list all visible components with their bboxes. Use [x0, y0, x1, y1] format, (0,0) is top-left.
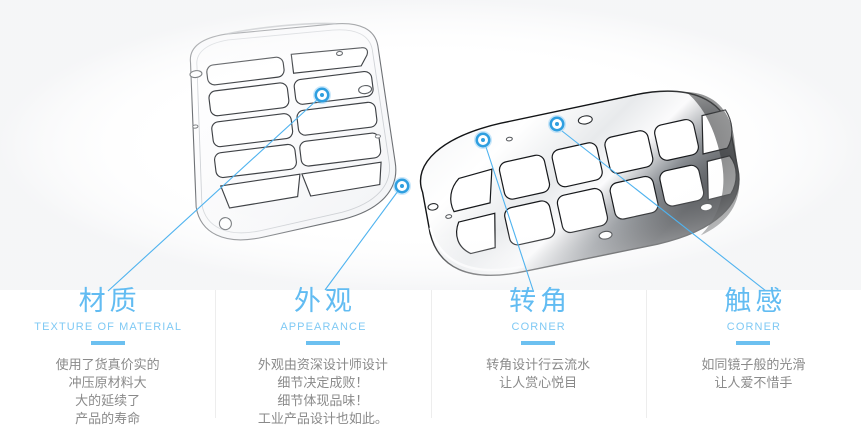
callout-marker-touch[interactable] — [548, 115, 566, 133]
feature-subtitle: CORNER — [726, 321, 782, 333]
feature-item-appearance: 外观 APPEARANCE 外观由资深设计师设计 细节决定成败！ 细节体现品味！… — [215, 285, 430, 436]
feature-item-texture: 材质 TEXTURE OF MATERIAL 使用了货真价实的 冲压原材料大 大… — [0, 285, 215, 436]
feature-body: 外观由资深设计师设计 细节决定成败！ 细节体现品味！ 工业产品设计也如此。 — [257, 357, 388, 426]
feature-body: 使用了货真价实的 冲压原材料大 大的延续了 产品的寿命 — [55, 357, 160, 426]
feature-item-corner: 转角 CORNER 转角设计行云流水 让人赏心悦目 — [430, 285, 646, 436]
feature-subtitle: TEXTURE OF MATERIAL — [34, 321, 183, 333]
feature-item-touch: 触感 CORNER 如同镜子般的光滑 让人爱不惜手 — [645, 285, 861, 436]
feature-underline — [521, 341, 556, 345]
feature-body: 转角设计行云流水 让人赏心悦目 — [486, 357, 591, 390]
feature-title: 外观 — [293, 286, 356, 316]
feature-title: 触感 — [724, 286, 787, 316]
feature-underline — [305, 341, 340, 345]
feature-underline — [736, 341, 771, 345]
feature-body: 如同镜子般的光滑 让人爱不惜手 — [701, 357, 806, 390]
feature-subtitle: APPEARANCE — [280, 321, 367, 333]
callout-marker-texture[interactable] — [313, 86, 331, 104]
feature-title: 材质 — [78, 286, 141, 316]
feature-title: 转角 — [509, 286, 572, 316]
callout-marker-corner[interactable] — [474, 131, 492, 149]
scene-vignette — [0, 0, 861, 290]
feature-underline — [90, 341, 125, 345]
feature-subtitle: CORNER — [511, 321, 566, 333]
feature-list: 材质 TEXTURE OF MATERIAL 使用了货真价实的 冲压原材料大 大… — [0, 285, 861, 436]
callout-marker-appearance[interactable] — [393, 177, 411, 195]
